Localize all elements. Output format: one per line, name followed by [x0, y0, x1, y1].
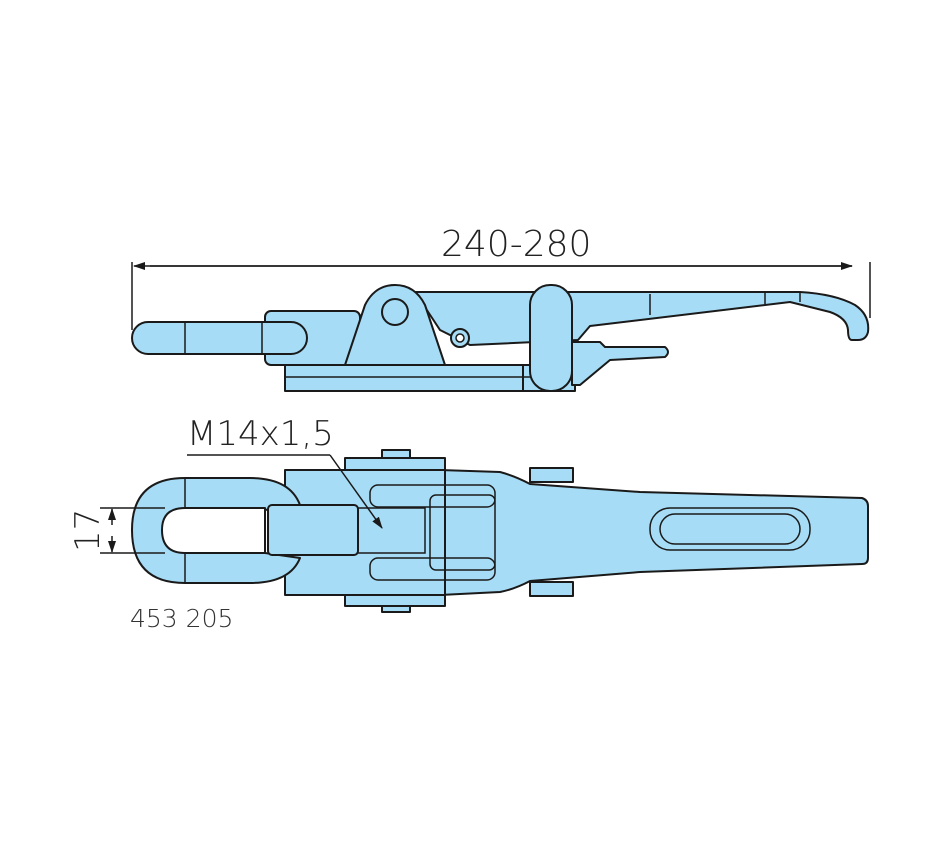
pivot-hole [381, 298, 409, 326]
lever-handle [414, 291, 870, 346]
latch-hook [529, 284, 573, 392]
ring-width-dimension [100, 507, 165, 554]
handle-top [439, 469, 869, 596]
length-dimension [131, 262, 871, 330]
hook-latch [571, 341, 669, 386]
thread-label: M14x1,5 [187, 414, 334, 454]
thread-leader [187, 454, 383, 529]
side-view [131, 284, 870, 392]
threaded-rod [267, 504, 359, 556]
length-dimension-label: 240-280 [441, 224, 592, 265]
ring-width-label: 17 [68, 508, 108, 552]
base-plate [284, 364, 576, 392]
part-number: 453 205 [130, 604, 234, 633]
top-view [131, 449, 869, 613]
eye-rod [131, 321, 308, 355]
